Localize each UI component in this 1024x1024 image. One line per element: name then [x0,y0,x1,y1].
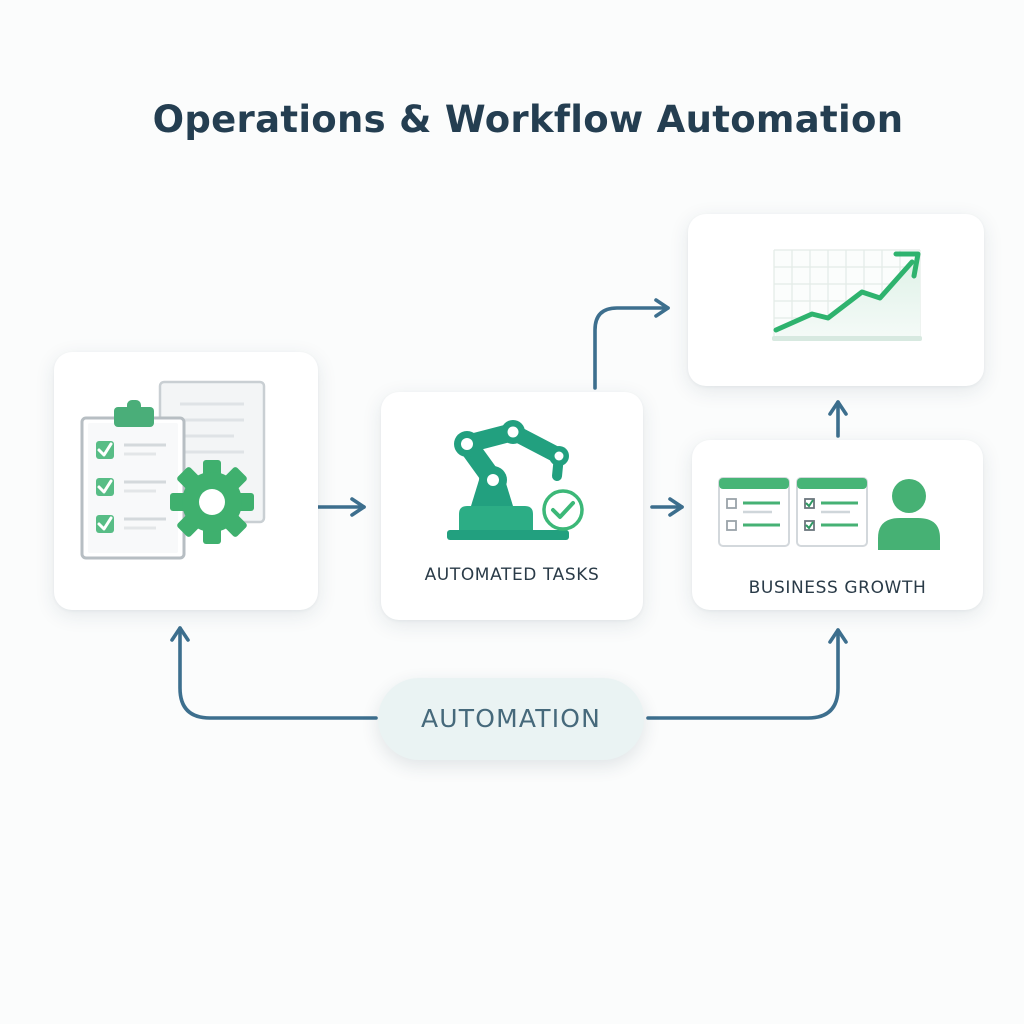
arrow-loop-to-growth [646,628,848,720]
clipboard-checklist-icon [80,380,266,560]
business-growth-label: BUSINESS GROWTH [748,578,927,598]
growth-chart-card [688,214,984,386]
operations-card [54,352,318,610]
task-list-icon [718,477,940,550]
user-icon [878,479,940,550]
growth-chart-icon [772,249,922,341]
automated-tasks-label: AUTOMATED TASKS [424,565,600,585]
arrow-loop-to-ops [170,626,378,720]
robot-arm-icon [447,420,584,540]
gear-icon [170,460,254,544]
check-circle-icon [542,489,584,531]
page-title: Operations & Workflow Automation [152,98,904,141]
arrow-tasks-to-chart [593,298,670,390]
automation-loop-label: AUTOMATION [378,678,644,760]
business-growth-card: BUSINESS GROWTH [692,440,983,610]
automated-tasks-card: AUTOMATED TASKS [381,392,643,620]
